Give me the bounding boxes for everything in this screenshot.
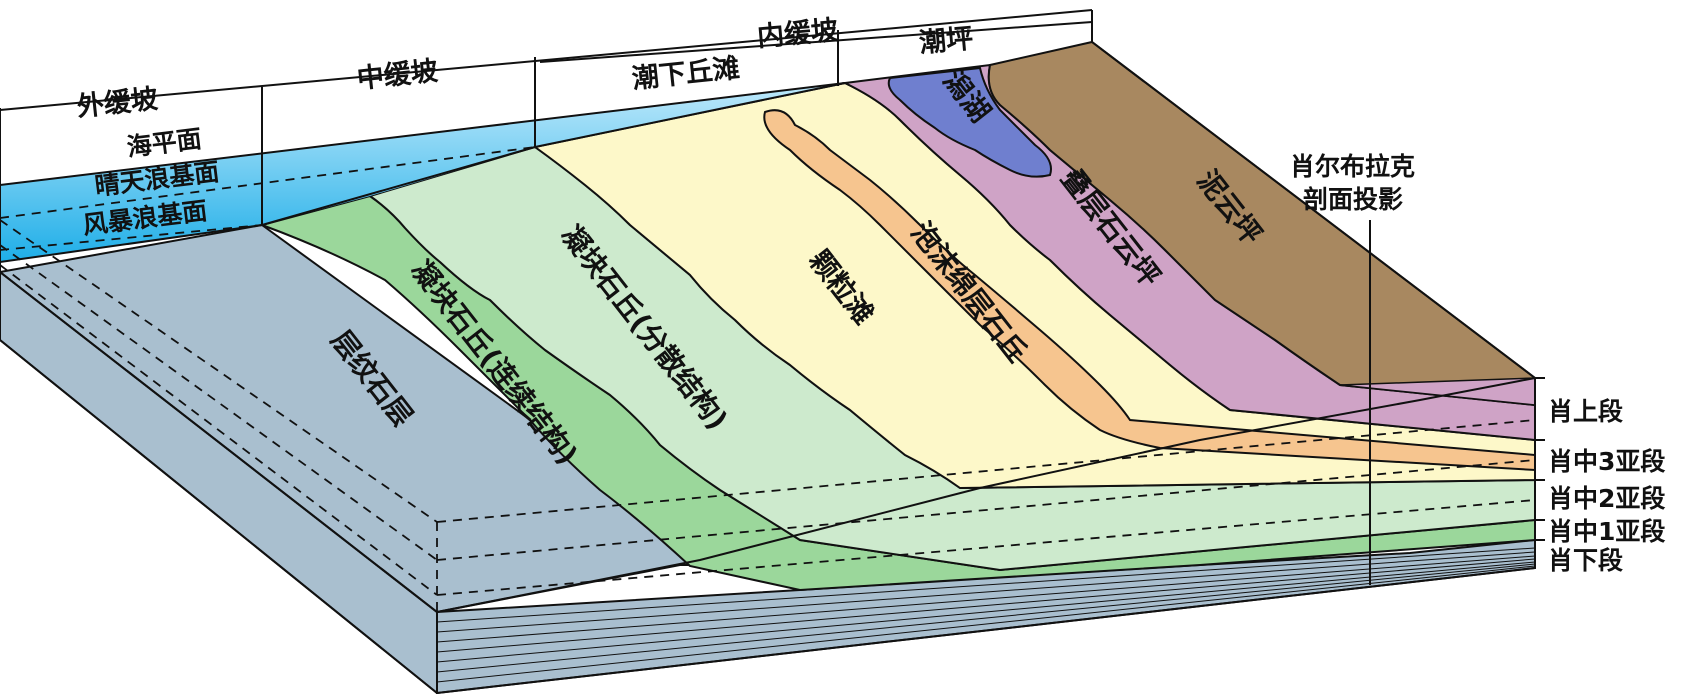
unit-middle-3-label: 肖中3亚段 xyxy=(1548,447,1665,476)
sea-level-label: 海平面 xyxy=(125,124,203,162)
lagoon-belt xyxy=(887,66,1052,178)
subtidal-shoal-label: 潮下丘滩 xyxy=(630,52,741,95)
zone-brackets xyxy=(0,9,1371,585)
sea-wedge xyxy=(0,83,845,262)
unit-ticks xyxy=(1535,377,1545,541)
internal-dashed-lines xyxy=(0,219,1536,612)
block-front-edge xyxy=(0,271,438,613)
unit-middle-1-label: 肖中1亚段 xyxy=(1548,517,1665,546)
fair-weather-line xyxy=(0,146,536,219)
tidal-flat-label: 潮坪 xyxy=(918,23,974,59)
unit-upper-label: 肖上段 xyxy=(1548,397,1623,426)
outer-ramp-label: 外缓坡 xyxy=(75,84,159,123)
sea-surface-line xyxy=(0,82,846,186)
sea-floor-line xyxy=(0,82,846,263)
inner-ramp-label: 内缓坡 xyxy=(756,15,839,53)
mud-flat-belt xyxy=(987,40,1536,407)
unit-lower-label: 肖下段 xyxy=(1548,546,1623,575)
profile-label-line1: 肖尔布拉克 xyxy=(1290,152,1415,181)
storm-line xyxy=(0,224,263,251)
middle-ramp-label: 中缓坡 xyxy=(355,56,439,95)
front-face-strata xyxy=(436,547,1536,683)
profile-label-line2: 剖面投影 xyxy=(1303,185,1403,214)
time-line xyxy=(436,377,1536,613)
unit-middle-2-label: 肖中2亚段 xyxy=(1548,484,1665,513)
block-outline xyxy=(0,41,1536,694)
